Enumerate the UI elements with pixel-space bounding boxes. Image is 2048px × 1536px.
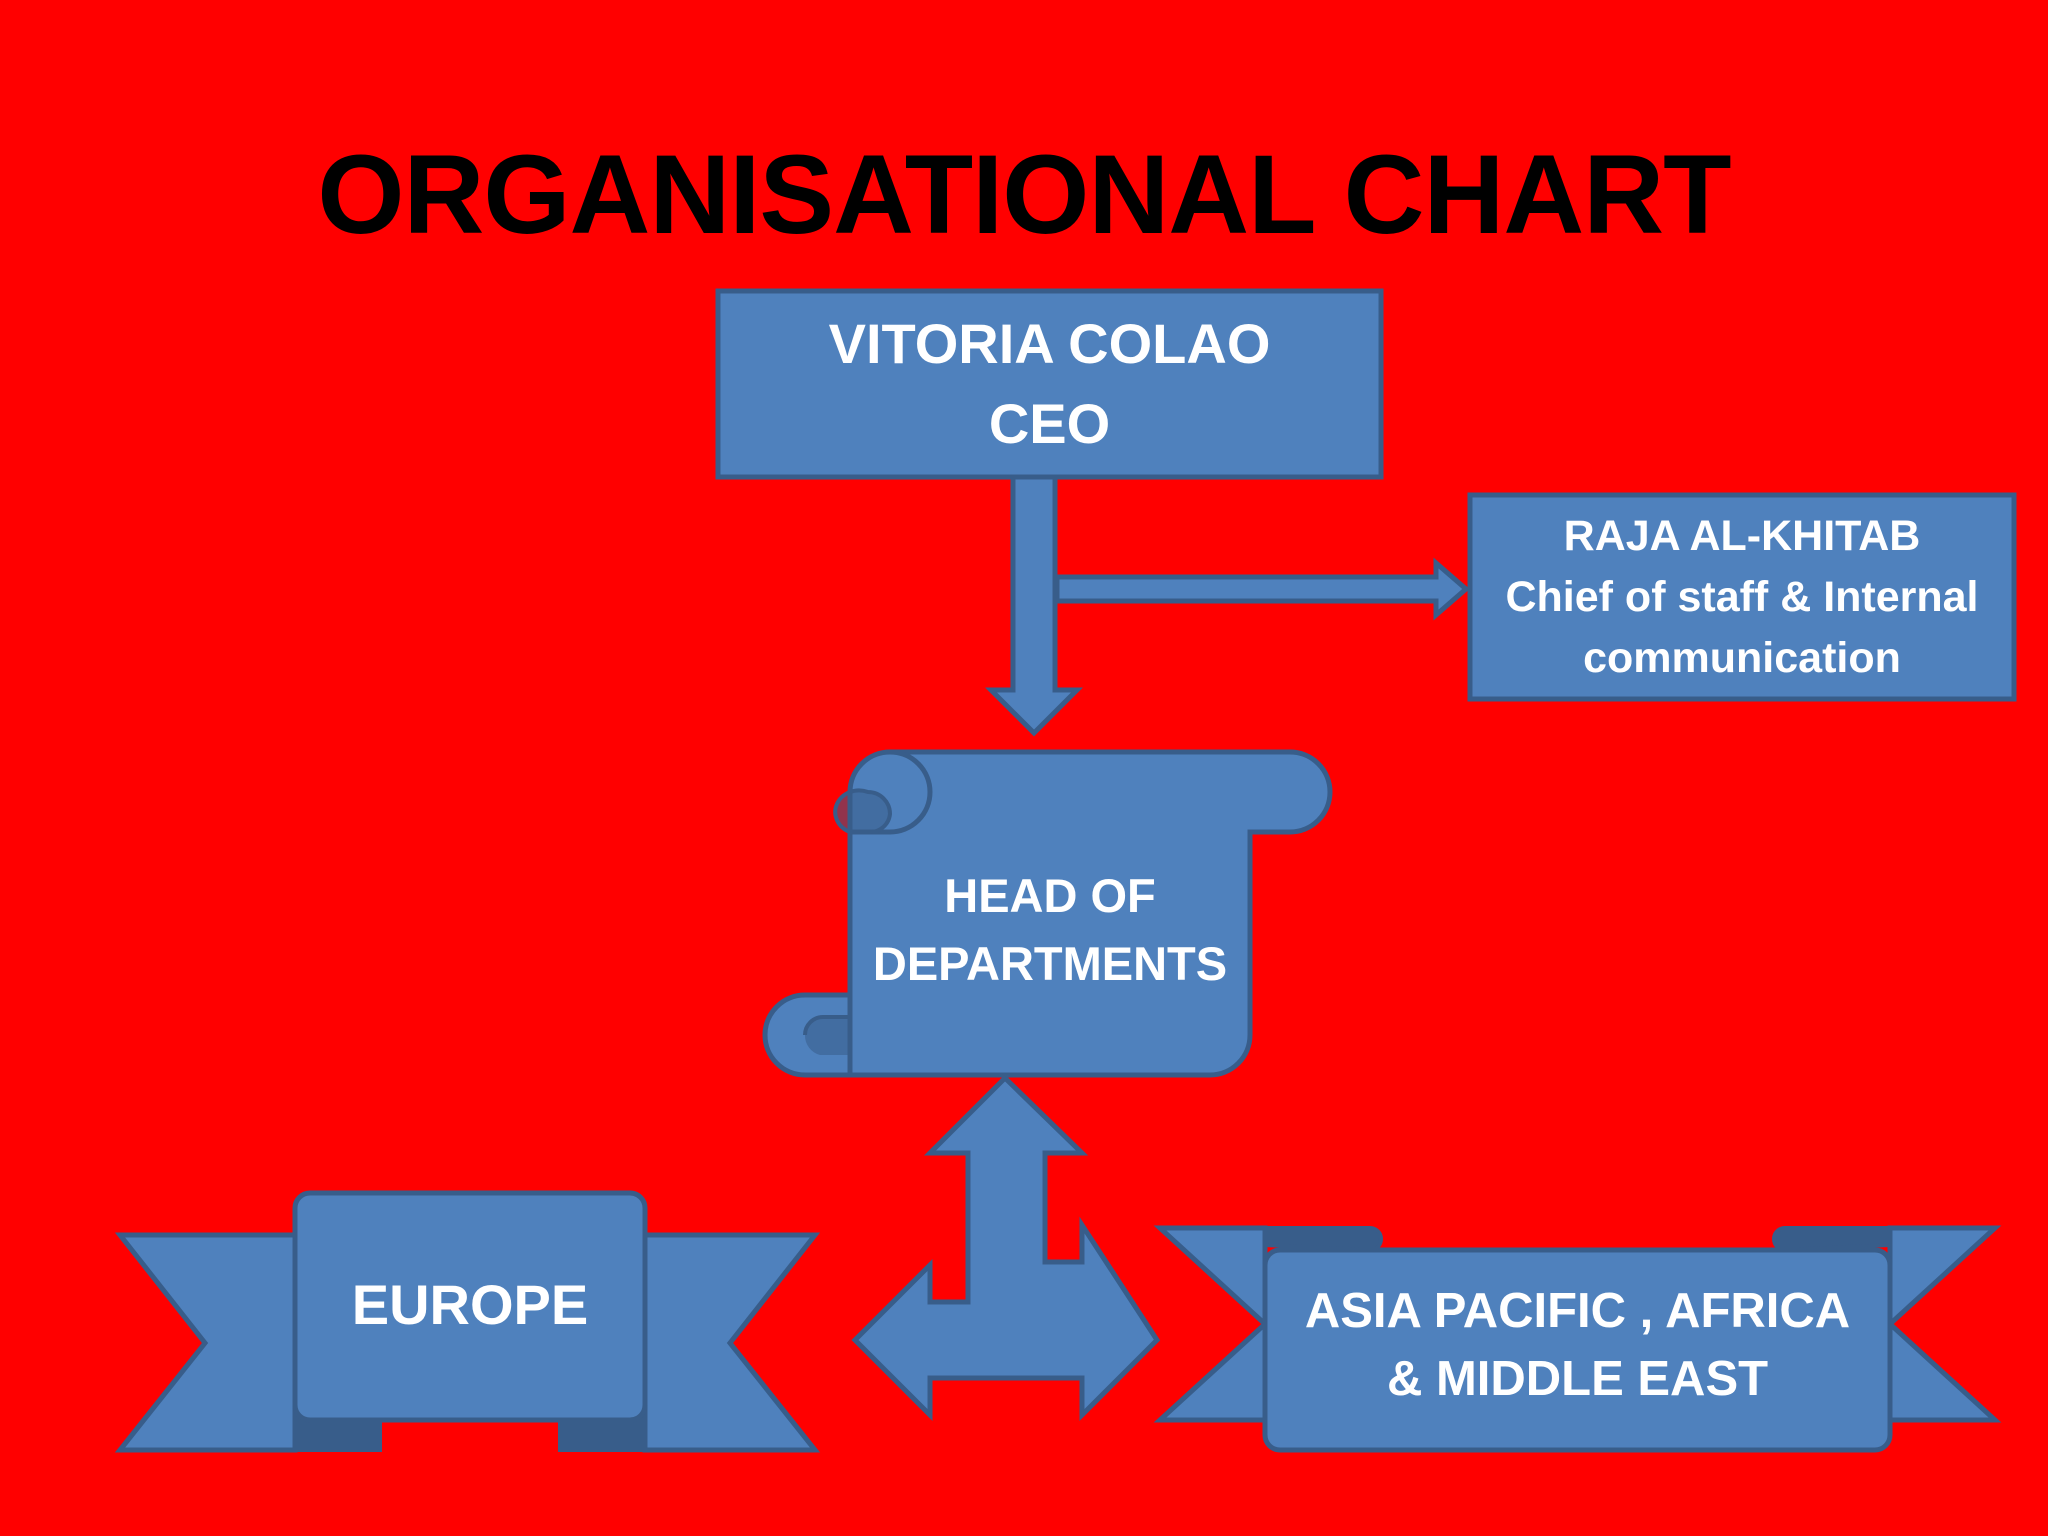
head-of-departments-scroll bbox=[762, 749, 1333, 1078]
ceo-node: VITORIA COLAO CEO bbox=[718, 291, 1381, 477]
europe-label: EUROPE bbox=[351, 1273, 589, 1336]
page-title: ORGANISATIONAL CHART bbox=[317, 132, 1731, 257]
europe-ribbon bbox=[114, 1190, 821, 1453]
head-of-departments-node: HEAD OF DEPARTMENTS bbox=[850, 840, 1250, 1020]
chief-of-staff-node: RAJA AL-KHITAB Chief of staff & Internal… bbox=[1470, 495, 2014, 699]
chief-of-staff-name: RAJA AL-KHITAB bbox=[1563, 511, 1921, 560]
ceo-name: VITORIA COLAO bbox=[828, 312, 1271, 375]
ceo-to-hod-arrow bbox=[984, 474, 1084, 737]
europe-node: EUROPE bbox=[295, 1230, 645, 1380]
head-of-departments-line1: HEAD OF bbox=[944, 869, 1156, 922]
ceo-box bbox=[715, 288, 1384, 480]
head-of-departments-line2: DEPARTMENTS bbox=[872, 937, 1228, 990]
chief-of-staff-box bbox=[1467, 492, 2017, 702]
chief-of-staff-role-line1: Chief of staff & Internal bbox=[1505, 572, 1979, 621]
chief-of-staff-role-line2: communication bbox=[1583, 633, 1901, 682]
ceo-role: CEO bbox=[988, 392, 1111, 455]
asia-pacific-node: ASIA PACIFIC , AFRICA & MIDDLE EAST bbox=[1265, 1260, 1890, 1430]
asia-pacific-line1: ASIA PACIFIC , AFRICA bbox=[1304, 1284, 1851, 1338]
asia-pacific-ribbon bbox=[1153, 1225, 2002, 1453]
asia-pacific-line2: & MIDDLE EAST bbox=[1386, 1352, 1769, 1406]
hod-to-regions-arrow bbox=[851, 1074, 1161, 1422]
ceo-to-chief-of-staff-arrow bbox=[1054, 557, 1470, 621]
